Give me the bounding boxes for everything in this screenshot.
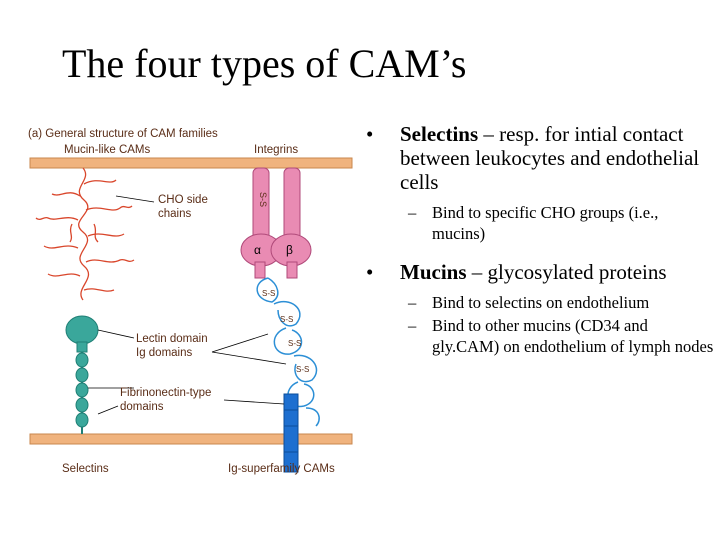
sub-bullet: –Bind to selectins on endothelium [364, 292, 714, 313]
label-integrins: Integrins [254, 144, 298, 156]
integrin [240, 167, 312, 279]
slide-title: The four types of CAM’s [62, 41, 467, 86]
ig-ss-bond-1: S-S [262, 289, 275, 298]
bullet-term: Selectins [400, 122, 479, 146]
sub-bullet-text: Bind to selectins on endothelium [432, 293, 650, 312]
lower-membrane [29, 433, 353, 445]
label-lectin-domain: Lectin domain [136, 333, 208, 345]
label-ig-domains: Ig domains [136, 347, 193, 359]
sub-bullet-text: Bind to specific CHO groups (i.e., mucin… [432, 203, 659, 243]
integrin-ss-bond: S-S [258, 192, 268, 207]
cam-structure-figure: (a) General structure of CAM families Mu… [28, 124, 358, 480]
label-cho-side-chains-line2: chains [158, 208, 191, 220]
cam-diagram: (a) General structure of CAM families Mu… [28, 128, 353, 475]
bullet-mucins: • Mucins – glycosylated proteins [364, 260, 714, 284]
ig-ss-bond-2: S-S [280, 315, 293, 324]
label-selectins: Selectins [62, 463, 109, 475]
label-cho-side-chains-line1: CHO side [158, 194, 208, 206]
ig-ss-bond-4: S-S [296, 365, 309, 374]
sub-bullet-text: Bind to other mucins (CD34 and gly.CAM) … [432, 316, 714, 356]
fibronectin-pointer-selectin [97, 405, 119, 415]
label-ig-superfamily-cams: Ig-superfamily CAMs [228, 463, 335, 475]
ig-superfamily-cam [256, 277, 320, 427]
beta-symbol: β [286, 243, 293, 257]
sub-bullet: –Bind to specific CHO groups (i.e., muci… [364, 202, 714, 244]
ig-pointer-2 [211, 351, 287, 365]
ig-pointer-1 [211, 333, 269, 353]
bullet-selectins: • Selectins – resp. for intial contact be… [364, 122, 714, 194]
ig-ss-bond-3: S-S [288, 339, 301, 348]
sub-bullet-dash: – [408, 203, 417, 222]
bullet-text: – resp. for intial contact between leuko… [400, 122, 700, 194]
alpha-symbol: α [254, 243, 261, 257]
upper-membrane [29, 157, 353, 169]
sub-bullet-dash: – [408, 316, 417, 335]
fibronectin-domains [283, 393, 299, 473]
bullet-dot: • [366, 122, 374, 146]
bullet-list: • Selectins – resp. for intial contact be… [364, 116, 714, 357]
figure-caption: (a) General structure of CAM families [28, 128, 218, 140]
lectin-pointer [97, 329, 135, 339]
sub-bullet: –Bind to other mucins (CD34 and gly.CAM)… [364, 315, 714, 357]
label-fibronectin-line2: domains [120, 401, 164, 413]
bullet-dot: • [366, 260, 374, 284]
fibronectin-pointer [223, 399, 285, 405]
selectin [65, 315, 99, 434]
sub-bullet-dash: – [408, 293, 417, 312]
bullet-text: – glycosylated proteins [466, 260, 667, 284]
label-fibronectin-line1: Fibrinonectin-type [120, 387, 211, 399]
label-mucin-like-cams: Mucin-like CAMs [64, 144, 151, 156]
cho-pointer [115, 195, 155, 203]
bullet-term: Mucins [400, 260, 467, 284]
mucin-like-cam [35, 167, 135, 301]
